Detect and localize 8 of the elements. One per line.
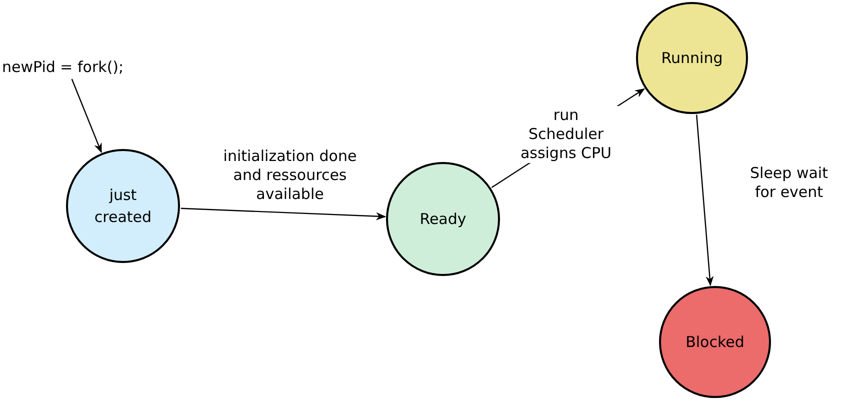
- state-label: Ready: [418, 209, 468, 230]
- code-label: newPid = fork();: [2, 56, 124, 78]
- arrow: [71, 78, 102, 154]
- arrow: [696, 114, 714, 286]
- state-label: Blocked: [684, 332, 746, 353]
- state-label: Running: [660, 48, 724, 69]
- arrow: [180, 208, 386, 220]
- state-label: just created: [93, 185, 153, 228]
